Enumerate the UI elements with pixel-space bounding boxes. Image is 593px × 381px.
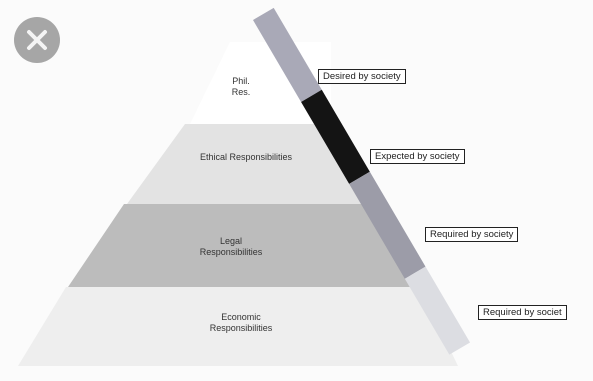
level-box-desired: Desired by society <box>318 69 406 84</box>
society-scale-bar <box>253 7 471 355</box>
scale-segment-required-base <box>404 266 471 355</box>
close-button[interactable] <box>14 17 60 63</box>
level-box-expected: Expected by society <box>370 149 465 164</box>
close-icon <box>27 30 47 50</box>
level-box-required-economic: Required by societ <box>478 305 567 320</box>
scale-segment-desired <box>253 7 322 102</box>
pyramid-tier-legal <box>68 204 416 287</box>
pyramid-tier-ethical <box>127 124 376 204</box>
tier-label-ethical: Ethical Responsibilities <box>199 152 293 162</box>
tier-label-philanthropic: Phil. Res. <box>231 76 251 97</box>
pyramid-tier-economic <box>18 287 458 366</box>
scale-segment-expected <box>301 89 370 184</box>
scale-segment-required <box>349 171 426 279</box>
tier-label-legal: Legal Responsibilities <box>199 236 263 257</box>
tier-label-economic: Economic Responsibilities <box>209 312 273 333</box>
level-box-required: Required by society <box>425 227 519 242</box>
